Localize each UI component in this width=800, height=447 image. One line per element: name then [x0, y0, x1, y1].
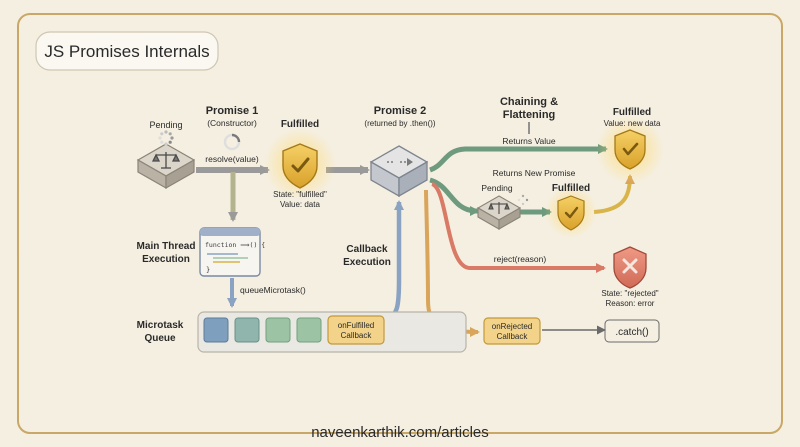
label-fulfilled-top: Fulfilled	[613, 107, 651, 118]
arrow-reject	[430, 182, 606, 273]
queue-slot	[265, 317, 291, 343]
shield-x-icon	[613, 246, 647, 289]
label-main-thread: Main Thread	[137, 241, 196, 252]
label-value-new-data: Value: new data	[604, 119, 661, 128]
shield-check-icon	[614, 129, 646, 170]
footer-url: naveenkarthik.com/articles	[311, 424, 489, 441]
page-title: JS Promises Internals	[44, 42, 209, 61]
code-line-1: function ⟹() {	[205, 241, 265, 249]
shield-check-icon	[557, 195, 585, 231]
label-queue-microtask: queueMicrotask()	[240, 285, 306, 295]
on-rejected-callback	[483, 317, 541, 345]
label-pending: Pending	[149, 120, 182, 130]
code-window-icon	[199, 227, 261, 277]
spinner-icon	[517, 194, 529, 206]
label-promise2: Promise 2	[374, 105, 427, 117]
label-execution: Execution	[142, 254, 190, 265]
label-on-rejected-callback: Callback	[497, 332, 529, 341]
queue-slot	[234, 317, 260, 343]
spinner-icon	[158, 130, 174, 146]
label-queue: Queue	[144, 333, 176, 344]
loading-ring-icon	[223, 133, 241, 151]
label-flattening: Flattening	[503, 109, 556, 121]
arrow-returns-new-promise	[429, 177, 480, 216]
on-fulfilled-callback	[327, 315, 385, 345]
label-reject: reject(reason)	[494, 254, 547, 264]
cube-arrow-icon	[369, 145, 429, 198]
label-on-fulfilled: onFulfilled	[338, 321, 374, 330]
label-chaining: Chaining &	[500, 96, 558, 108]
shield-check-icon	[282, 143, 318, 189]
label-reason-error: Reason: error	[606, 299, 655, 308]
label-returned-by-then: (returned by .then())	[364, 119, 435, 128]
label-pending-inner: Pending	[481, 183, 512, 193]
label-resolve: resolve(value)	[205, 154, 259, 164]
label-on-rejected: onRejected	[492, 322, 532, 331]
title-pill	[35, 31, 219, 71]
label-fulfilled-inner: Fulfilled	[552, 183, 590, 194]
label-promise1: Promise 1	[206, 105, 259, 117]
catch-box	[604, 319, 660, 343]
outer-frame	[17, 13, 783, 434]
label-fulfilled: Fulfilled	[281, 119, 319, 130]
balance-scale-icon	[136, 143, 196, 190]
label-value-data: Value: data	[280, 200, 320, 209]
label-microtask: Microtask	[137, 320, 184, 331]
label-state-rejected: State: "rejected"	[601, 289, 658, 298]
arrow-returns-value	[428, 144, 608, 173]
label-on-fulfilled-callback: Callback	[341, 331, 373, 340]
label-constructor: (Constructor)	[207, 118, 257, 128]
label-callback: Callback	[346, 244, 388, 255]
label-returns-new-promise: Returns New Promise	[493, 168, 576, 178]
code-line-4: }	[206, 266, 210, 274]
balance-scale-icon	[476, 195, 522, 230]
queue-slot	[296, 317, 322, 343]
label-returns-value: Returns Value	[502, 136, 556, 146]
label-state-fulfilled: State: "fulfilled"	[273, 190, 327, 199]
label-callback-execution: Execution	[343, 257, 391, 268]
label-catch: .catch()	[615, 327, 648, 338]
queue-slot	[203, 317, 229, 343]
